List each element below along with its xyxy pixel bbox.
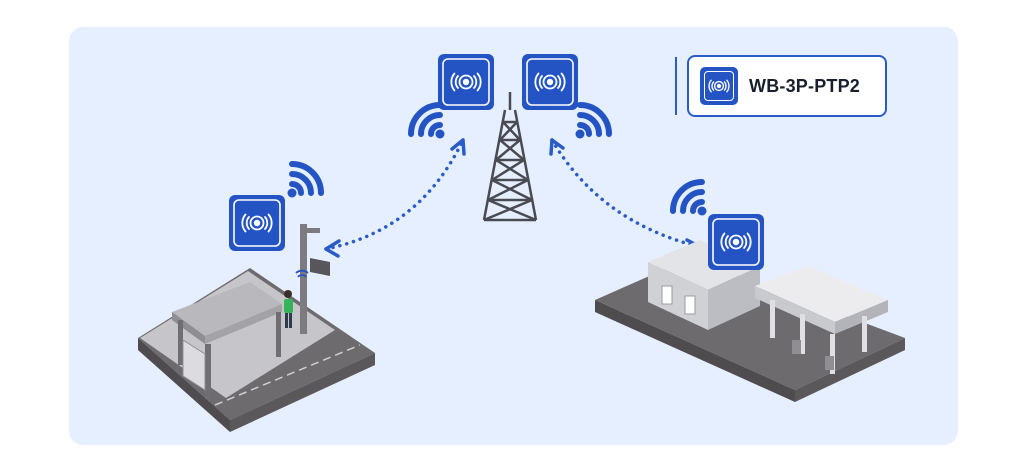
legend-accent-bar <box>675 57 677 115</box>
gas-station-scene <box>595 240 905 402</box>
wifi-waves-icon <box>411 105 445 139</box>
bus-stop-scene <box>138 224 375 432</box>
tower-device-left-icon <box>437 53 495 111</box>
bus-stop-device-icon <box>228 194 286 252</box>
legend-device-label: WB-3P-PTP2 <box>749 76 861 96</box>
wifi-waves-icon <box>288 164 322 198</box>
device-legend: WB-3P-PTP2 <box>687 55 887 117</box>
gas-station-device-icon <box>707 213 765 271</box>
wireless-link-left <box>324 138 466 258</box>
tower-device-right-icon <box>521 53 579 111</box>
wifi-waves-icon <box>673 182 707 216</box>
wifi-waves-icon <box>576 105 610 139</box>
wifi-bridge-device-icon <box>700 67 738 105</box>
radio-tower-icon <box>482 92 538 222</box>
